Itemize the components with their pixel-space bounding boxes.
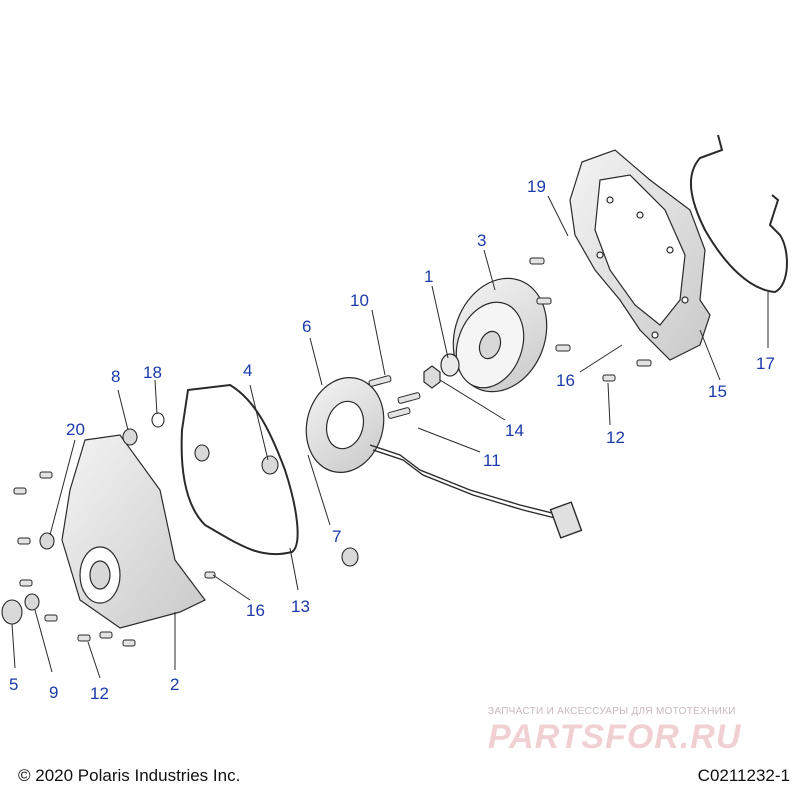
callout-17: 17 bbox=[756, 354, 775, 373]
outer-gasket-part-17 bbox=[689, 134, 788, 294]
callout-12-right: 12 bbox=[606, 428, 625, 447]
callout-12-left: 12 bbox=[90, 684, 109, 703]
copyright-notice: © 2020 Polaris Industries Inc. bbox=[18, 766, 241, 785]
flywheel-part-3 bbox=[452, 277, 548, 393]
callout-18: 18 bbox=[143, 363, 162, 382]
callout-7: 7 bbox=[332, 527, 341, 546]
leader-lines bbox=[11, 195, 769, 679]
watermark-tagline: ЗАПЧАСТИ И АКСЕССУАРЫ ДЛЯ МОТОТЕХНИКИ bbox=[488, 706, 736, 717]
callout-13: 13 bbox=[291, 597, 310, 616]
callout-2: 2 bbox=[170, 675, 179, 694]
nut-part-14 bbox=[423, 365, 441, 389]
washer-part-1 bbox=[440, 353, 460, 377]
inner-gasket-part-13 bbox=[180, 383, 299, 556]
bolt-set bbox=[13, 257, 652, 647]
callout-19: 19 bbox=[527, 177, 546, 196]
callout-15: 15 bbox=[708, 382, 727, 401]
callout-20: 20 bbox=[66, 420, 85, 439]
stator-wire-harness bbox=[369, 444, 583, 539]
drawing-id: C0211232-1 bbox=[697, 766, 790, 785]
callout-6: 6 bbox=[302, 317, 311, 336]
callout-8: 8 bbox=[111, 367, 120, 386]
callout-5: 5 bbox=[9, 675, 18, 694]
callout-3: 3 bbox=[477, 231, 486, 250]
bushing-set bbox=[1, 412, 359, 625]
watermark-logo: PARTSFOR.RU bbox=[488, 718, 742, 756]
callout-1: 1 bbox=[424, 267, 433, 286]
callout-11: 11 bbox=[483, 451, 501, 470]
stator-part-6 bbox=[305, 377, 385, 473]
callout-10: 10 bbox=[350, 291, 369, 310]
inner-cover-part-2 bbox=[61, 434, 206, 629]
outer-cover-part-15 bbox=[569, 149, 711, 361]
callout-9: 9 bbox=[49, 683, 58, 702]
callout-16-right: 16 bbox=[556, 371, 575, 390]
callout-4: 4 bbox=[243, 361, 252, 380]
callout-labels: 1 2 3 4 5 6 7 8 9 10 11 12 12 13 14 15 1… bbox=[9, 177, 775, 703]
callout-14: 14 bbox=[505, 421, 524, 440]
callout-16-left: 16 bbox=[246, 601, 265, 620]
